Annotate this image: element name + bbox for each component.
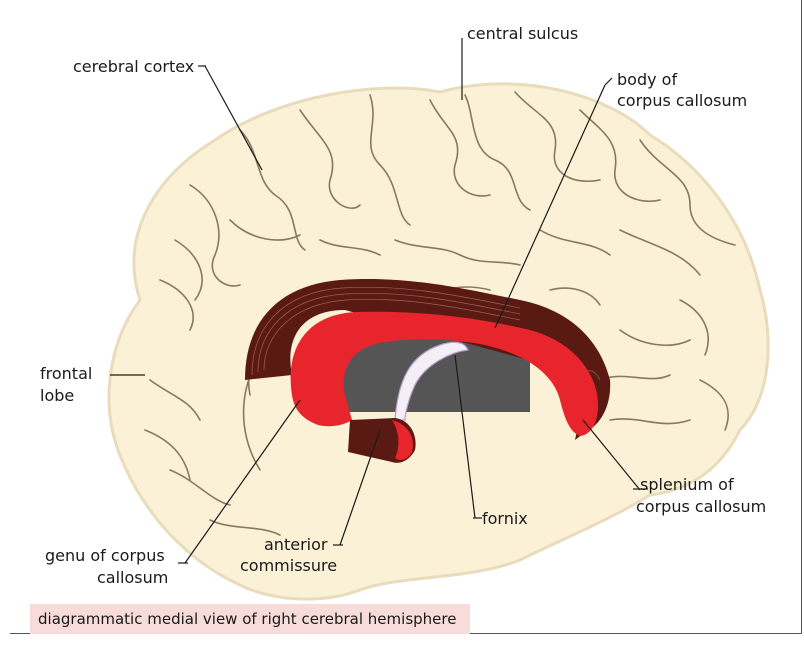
label-body-of-corpus-callosum-1: body of [617, 70, 677, 90]
label-body-of-corpus-callosum-2: corpus callosum [617, 91, 747, 111]
label-fornix: fornix [482, 509, 528, 529]
label-anterior-commissure-2: commissure [240, 556, 337, 576]
label-genu-1: genu of corpus [45, 546, 165, 566]
label-splenium-1: splenium of [640, 475, 734, 495]
figure-caption: diagrammatic medial view of right cerebr… [30, 604, 470, 634]
label-frontal-lobe-2: lobe [40, 386, 74, 406]
label-frontal-lobe-1: frontal [40, 364, 92, 384]
label-genu-2: callosum [97, 568, 168, 588]
label-cerebral-cortex: cerebral cortex [73, 57, 194, 77]
label-splenium-2: corpus callosum [636, 497, 766, 517]
label-anterior-commissure-1: anterior [264, 535, 327, 555]
label-central-sulcus: central sulcus [467, 24, 578, 44]
